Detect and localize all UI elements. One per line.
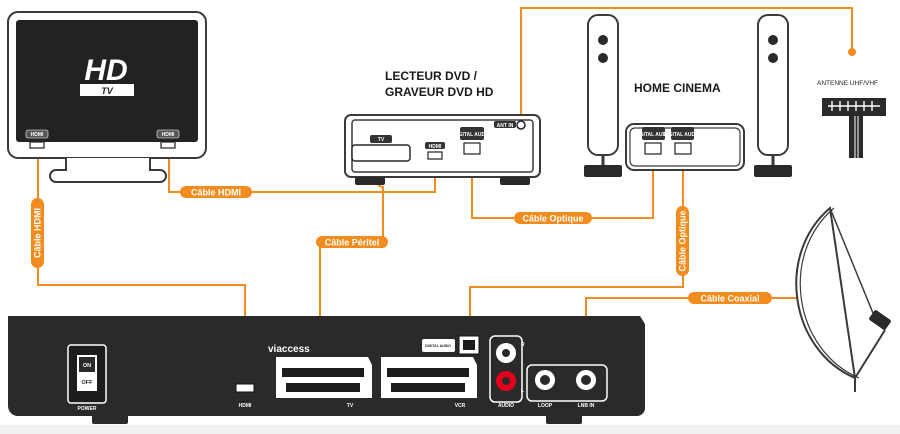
audio-r-label: R <box>521 342 525 348</box>
receiver-digital-audio-label: DIGITAL AUDIO <box>425 344 451 348</box>
hc-digital-audio-port-1[interactable] <box>644 142 662 155</box>
lnb-in-label: LNB IN <box>578 403 595 409</box>
receiver-vcr-label: VCR <box>455 403 466 409</box>
antenna-label: ANTENNE UHF/VHF <box>817 80 878 87</box>
label-cable-coaxial: Câble Coaxial <box>700 294 759 304</box>
satellite-receiver: ON OFF POWER HDMI viaccess TV VCR DIGITA… <box>0 316 900 434</box>
satellite-dish <box>795 206 891 392</box>
switch-off-label: OFF <box>82 380 94 386</box>
label-cable-peritel: Câble Péritel <box>325 238 380 248</box>
viaccess-logo: viaccess <box>268 344 310 355</box>
tv-hdmi-port-left[interactable] <box>25 129 49 139</box>
label-cable-optique-1: Câble Optique <box>522 214 583 224</box>
label-cable-hdmi-top: Câble HDMI <box>191 188 241 198</box>
tv-logo-tv: TV <box>101 86 113 96</box>
tv-hdmi-port-right[interactable] <box>156 129 180 139</box>
switch-on-label: ON <box>83 363 91 369</box>
dvd-tv-label: TV <box>378 137 385 143</box>
dvd-ant-in-port[interactable] <box>516 120 526 130</box>
hd-tv: HD TV HDMI HDMI <box>7 11 207 183</box>
receiver-hdmi-label: HDMI <box>239 403 252 409</box>
dvd-title-line1: LECTEUR DVD / <box>385 69 478 83</box>
hc-digital-audio-port-2[interactable] <box>674 142 692 155</box>
dvd-ant-in-label: ANT IN <box>497 123 514 129</box>
label-cable-hdmi-side: Câble HDMI <box>33 208 43 258</box>
tv-hdmi-label-left: HDMI <box>31 132 44 138</box>
cable-dot <box>848 48 856 56</box>
dvd-hdmi-label: HDMI <box>429 144 442 150</box>
audio-l-label: L <box>521 388 524 394</box>
power-label: POWER <box>78 406 97 412</box>
home-cinema-title: HOME CINEMA <box>634 81 721 95</box>
tv-logo-hd: HD <box>84 54 127 87</box>
hc-digital-audio-label-2: DIGITAL AUDIO <box>664 132 701 138</box>
hc-digital-audio-label-1: DIGITAL AUDIO <box>635 132 672 138</box>
dvd-hdmi-port[interactable] <box>427 151 443 160</box>
antenna-cable <box>520 7 853 125</box>
home-cinema: HOME CINEMA DIGITAL AUDIO DIGITAL AUDIO <box>584 14 792 177</box>
receiver-tv-label: TV <box>347 403 354 409</box>
dvd-title-line2: GRAVEUR DVD HD <box>385 85 494 99</box>
cable-labels: Câble HDMI Câble HDMI Câble Péritel Câbl… <box>31 186 772 304</box>
dvd-digital-audio-port[interactable] <box>463 142 481 155</box>
dvd-tv-scart-port[interactable] <box>351 144 411 162</box>
receiver-hdmi-port[interactable] <box>235 383 255 393</box>
uhf-vhf-antenna: ANTENNE UHF/VHF <box>817 80 886 158</box>
tv-hdmi-label-right: HDMI <box>162 132 175 138</box>
loop-label: LOOP <box>538 403 553 409</box>
dvd-digital-audio-label: DIGITAL AUDIO <box>454 132 491 138</box>
label-cable-optique-2: Câble Optique <box>678 210 688 271</box>
receiver-audio-label: AUDIO <box>498 403 514 409</box>
dvd-recorder: LECTEUR DVD / GRAVEUR DVD HD TV HDMI DIG… <box>344 69 541 185</box>
